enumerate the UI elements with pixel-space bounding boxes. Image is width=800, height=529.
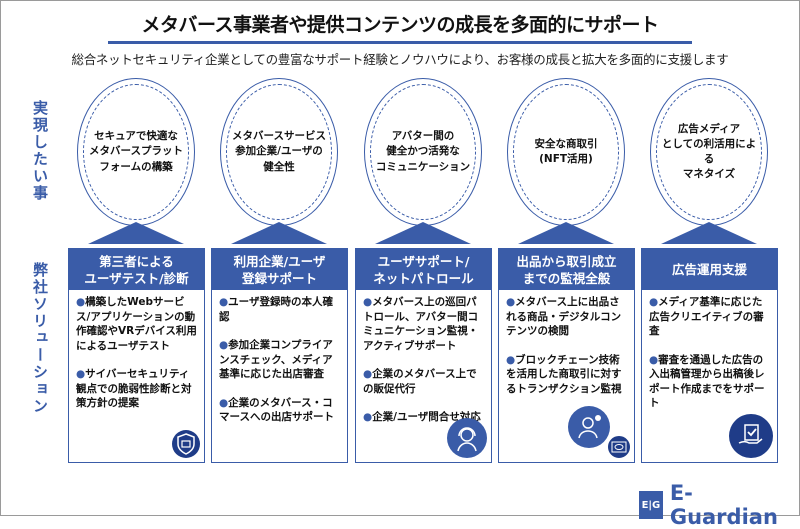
solution-item: ●ユーザ登録時の本人確認 [219, 295, 340, 324]
solution-item: ●ブロックチェーン技術を活用した商取引に対するトランザクション監視 [506, 353, 627, 397]
goal-text: 安全な商取引 (NFT活用) [513, 84, 619, 220]
goal-text: メタバースサービス 参加企業/ユーザの 健全性 [226, 84, 332, 220]
goal-circle: 安全な商取引 (NFT活用) [507, 78, 625, 226]
bullet-icon: ● [363, 368, 373, 380]
solution-item: ●メタバース上に出品される商品・デジタルコンテンツの検閲 [506, 295, 627, 339]
solution-item: ●メタバース上の巡回パトロール、アバター間コミュニケーション監視・アクティブサポ… [363, 295, 484, 353]
approval-hand-icon [729, 414, 773, 458]
solution-card: ユーザサポート/ ネットパトロール●メタバース上の巡回パトロール、アバター間コミ… [355, 248, 492, 463]
arrow-up-triangle [518, 222, 614, 244]
company-logo: E|G E-Guardian [639, 481, 800, 529]
solution-body: ●メディア基準に応じた広告クリエイティブの審査●審査を通過した広告の入出稿管理か… [642, 290, 777, 430]
goal-circle: メタバースサービス 参加企業/ユーザの 健全性 [220, 78, 338, 226]
goal-circle: セキュアで快適な メタバースプラット フォームの構築 [77, 78, 195, 226]
monitoring-operator-icon [568, 406, 610, 448]
solution-body: ●ユーザ登録時の本人確認●参加企業コンプライアンスチェック、メディア基準に応じた… [212, 290, 347, 444]
solution-item: ●参加企業コンプライアンスチェック、メディア基準に応じた出店審査 [219, 338, 340, 382]
solution-card: 利用企業/ユーザ 登録サポート●ユーザ登録時の本人確認●参加企業コンプライアンス… [211, 248, 348, 463]
logo-name: E-Guardian [669, 481, 778, 529]
bullet-icon: ● [219, 296, 229, 308]
solution-item-text: 企業/ユーザ問合せ対応 [372, 411, 481, 423]
solution-item: ●企業/ユーザ問合せ対応 [363, 410, 484, 425]
goal-text: アバター間の 健全かつ活発な コミュニケーション [370, 84, 476, 220]
page-title: メタバース事業者や提供コンテンツの成長を多面的にサポート [141, 14, 659, 36]
bullet-icon: ● [219, 396, 229, 409]
goal-circle: アバター間の 健全かつ活発な コミュニケーション [364, 78, 482, 226]
logo-mark: E|G [639, 491, 663, 519]
arrow-up-triangle [661, 222, 757, 244]
bullet-icon: ● [363, 296, 373, 308]
bullet-icon: ● [506, 296, 516, 308]
bullet-icon: ● [76, 296, 86, 308]
solution-title: 利用企業/ユーザ 登録サポート [212, 249, 347, 290]
solution-item: ●企業のメタバース上での販促代行 [363, 367, 484, 396]
solution-title: ユーザサポート/ ネットパトロール [356, 249, 491, 290]
solution-item-text: ブロックチェーン技術を活用した商取引に対するトランザクション監視 [506, 353, 622, 395]
goal-circle: 広告メディア としての利活用による マネタイズ [650, 78, 768, 226]
solution-item-text: 審査を通過した広告の入出稿管理から出稿後レポート作成までをサポート [649, 353, 765, 410]
goal-text: 広告メディア としての利活用による マネタイズ [656, 84, 762, 220]
bullet-icon: ● [506, 353, 516, 366]
headset-operator-icon [447, 418, 487, 458]
arrow-up-triangle [375, 222, 471, 244]
solution-card: 第三者による ユーザテスト/診断●構築したWebサービス/アプリケーションの動作… [68, 248, 205, 463]
goal-text: セキュアで快適な メタバースプラット フォームの構築 [83, 84, 189, 220]
solution-item-text: ユーザ登録時の本人確認 [219, 296, 333, 323]
solution-item: ●構築したWebサービス/アプリケーションの動作確認やVRデバイス利用によるユー… [76, 295, 197, 353]
solution-item-text: 企業のメタバース上での販促代行 [363, 368, 477, 395]
solution-item-text: メタバース上に出品される商品・デジタルコンテンツの検閲 [506, 296, 622, 337]
solution-item-text: 構築したWebサービス/アプリケーションの動作確認やVRデバイス利用によるユーザ… [76, 296, 197, 352]
solution-card: 広告運用支援●メディア基準に応じた広告クリエイティブの審査●審査を通過した広告の… [641, 248, 778, 463]
solution-item-text: 参加企業コンプライアンスチェック、メディア基準に応じた出店審査 [219, 339, 333, 380]
solution-item-text: 企業のメタバース・コマースへの出店サポート [219, 396, 334, 424]
solution-body: ●構築したWebサービス/アプリケーションの動作確認やVRデバイス利用によるユー… [69, 290, 204, 430]
solution-title: 第三者による ユーザテスト/診断 [69, 249, 204, 290]
arrow-up-triangle [231, 222, 327, 244]
solution-item-text: メタバース上の巡回パトロール、アバター間コミュニケーション監視・アクティブサポー… [363, 296, 479, 352]
arrow-up-triangle [88, 222, 184, 244]
solution-body: ●メタバース上に出品される商品・デジタルコンテンツの検閲●ブロックチェーン技術を… [499, 290, 634, 415]
solution-item: ●審査を通過した広告の入出稿管理から出稿後レポート作成までをサポート [649, 353, 770, 411]
page-subtitle: 総合ネットセキュリティ企業としての豊富なサポート経験とノウハウにより、お客様の成… [71, 52, 729, 67]
bullet-icon: ● [649, 296, 659, 308]
bullet-icon: ● [649, 353, 659, 366]
title-underline [108, 41, 692, 44]
solution-body: ●メタバース上の巡回パトロール、アバター間コミュニケーション監視・アクティブサポ… [356, 290, 491, 444]
goals-label: 実現したい事 [31, 100, 49, 202]
bullet-icon: ● [76, 368, 86, 380]
solution-item: ●企業のメタバース・コマースへの出店サポート [219, 396, 340, 425]
solution-item: ●メディア基準に応じた広告クリエイティブの審査 [649, 295, 770, 339]
solution-card: 出品から取引成立 までの監視全般●メタバース上に出品される商品・デジタルコンテン… [498, 248, 635, 463]
bullet-icon: ● [363, 411, 373, 423]
solution-title: 出品から取引成立 までの監視全般 [499, 249, 634, 290]
solution-title: 広告運用支援 [642, 249, 777, 290]
solutions-label: 弊社ソリューション [31, 262, 49, 415]
eye-monitor-icon [606, 434, 632, 460]
solution-item-text: メディア基準に応じた広告クリエイティブの審査 [649, 296, 764, 337]
solution-item: ●サイバーセキュリティ観点での脆弱性診断と対策方針の提案 [76, 367, 197, 411]
bullet-icon: ● [219, 339, 229, 351]
solution-item-text: サイバーセキュリティ観点での脆弱性診断と対策方針の提案 [76, 368, 192, 409]
shield-icon [172, 430, 200, 458]
